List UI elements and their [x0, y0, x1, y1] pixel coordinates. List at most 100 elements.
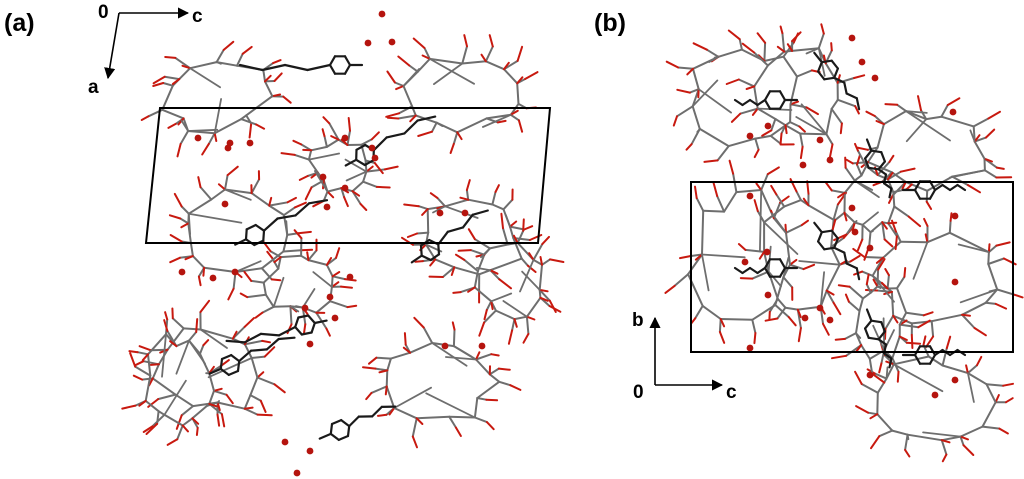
bond — [816, 70, 826, 81]
bond — [813, 221, 823, 234]
bond — [243, 394, 252, 410]
bond — [497, 367, 511, 371]
bond — [737, 78, 756, 88]
bond — [188, 331, 198, 342]
bond — [362, 366, 377, 370]
bond — [833, 67, 840, 79]
water-oxygen — [764, 122, 772, 130]
bond — [828, 143, 834, 159]
bond — [984, 128, 996, 139]
bond — [161, 84, 174, 111]
bond — [344, 158, 368, 173]
bond — [907, 215, 922, 228]
bond — [393, 81, 405, 87]
bond — [778, 266, 787, 278]
bond — [532, 243, 544, 261]
bond — [132, 374, 144, 381]
bond — [802, 263, 816, 271]
bond — [134, 365, 152, 377]
bond — [215, 61, 222, 65]
bond — [751, 270, 770, 280]
bond — [767, 270, 782, 288]
bond — [906, 433, 943, 442]
bond — [763, 41, 767, 62]
bond — [906, 433, 910, 441]
bond — [973, 327, 987, 337]
bond — [226, 165, 239, 177]
bond — [833, 233, 848, 242]
bond — [307, 249, 318, 262]
bond — [940, 439, 948, 456]
bond — [851, 221, 856, 232]
bond — [329, 422, 334, 435]
bond — [756, 107, 777, 120]
bond — [207, 132, 216, 145]
bond — [171, 317, 185, 330]
water-oxygen — [331, 314, 339, 322]
bond — [156, 410, 160, 425]
bond — [403, 203, 420, 208]
bond — [845, 262, 858, 270]
bond — [370, 385, 388, 394]
bond — [182, 327, 202, 331]
bond — [266, 250, 274, 259]
bond — [134, 360, 145, 367]
bond — [452, 291, 462, 294]
bond — [853, 220, 858, 224]
bond — [330, 275, 334, 288]
bond — [913, 188, 922, 200]
bond — [541, 235, 550, 246]
bond — [199, 328, 228, 349]
bond — [351, 190, 361, 197]
bond — [878, 362, 883, 374]
bond — [698, 127, 730, 148]
bond — [882, 352, 893, 360]
bond — [300, 254, 310, 262]
water-oxygen — [326, 293, 334, 301]
bond — [923, 217, 929, 227]
water-oxygen — [306, 447, 314, 455]
bond — [293, 153, 310, 161]
bond — [478, 269, 492, 276]
bond — [494, 309, 516, 321]
bond — [389, 351, 412, 360]
bond — [513, 318, 518, 328]
bond — [456, 131, 463, 141]
bond — [215, 48, 225, 64]
bond — [208, 365, 215, 375]
bond — [410, 254, 423, 264]
bond — [220, 413, 226, 428]
bond — [249, 376, 259, 397]
bond — [261, 305, 275, 314]
bond — [202, 339, 210, 347]
bond — [888, 357, 893, 369]
bond — [940, 435, 962, 442]
bond — [318, 432, 332, 440]
bond — [409, 342, 434, 354]
water-oxygen — [224, 144, 232, 152]
bond — [147, 353, 152, 377]
bond — [778, 98, 787, 110]
bond — [256, 371, 265, 379]
bond — [483, 309, 488, 321]
bond — [370, 131, 380, 141]
bond — [262, 217, 279, 232]
axis-a-label: a — [88, 77, 99, 98]
bond — [322, 116, 331, 125]
bond — [665, 60, 680, 69]
bond — [488, 367, 500, 376]
bond — [844, 293, 850, 303]
bond — [922, 431, 962, 438]
bond — [490, 300, 494, 311]
bond — [507, 329, 514, 345]
bond — [845, 158, 854, 165]
bond — [830, 189, 846, 194]
axis-b-label: b — [632, 310, 644, 331]
bond — [250, 279, 265, 284]
bond — [863, 149, 873, 160]
bond — [708, 55, 720, 63]
bond — [876, 161, 891, 176]
bond — [712, 182, 719, 198]
bond — [987, 243, 991, 254]
bond — [843, 81, 848, 95]
